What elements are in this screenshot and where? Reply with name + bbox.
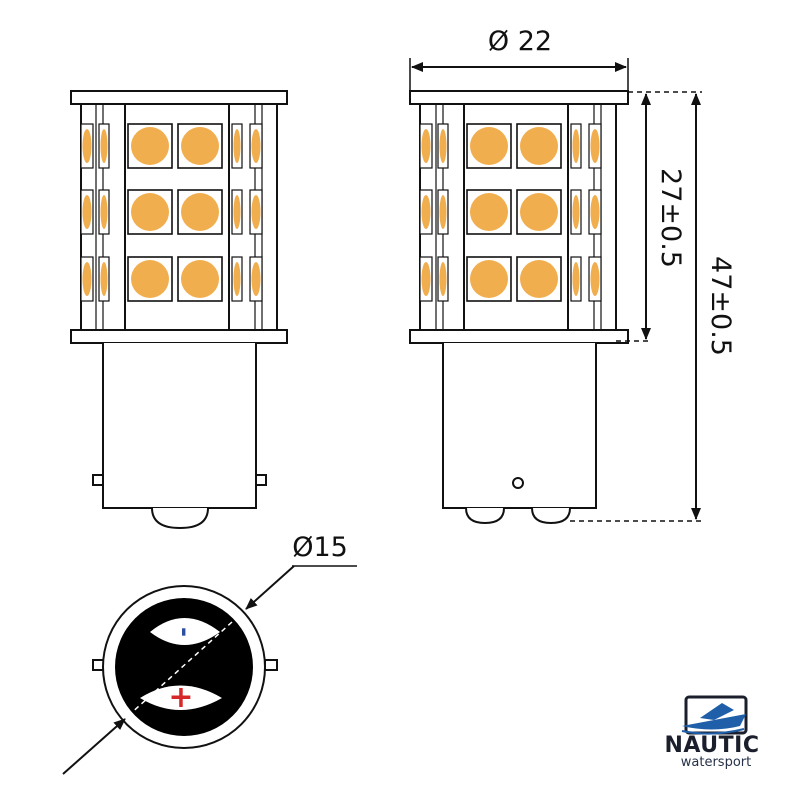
body-height-label: 27±0.5 [655, 168, 686, 268]
led-dot [470, 127, 508, 165]
led-grid-side [419, 123, 602, 302]
dimension-diameter-top: Ø 22 [409, 26, 629, 90]
led-side-dot [421, 195, 431, 229]
led-side-dot [233, 262, 241, 296]
base-contact [151, 507, 209, 530]
led-side-dot [82, 195, 92, 229]
bayonet-pin-left [92, 474, 104, 486]
boat-icon [681, 695, 748, 735]
led-dot [181, 260, 219, 298]
diameter-base-label: Ø15 [292, 532, 348, 563]
bottom-flange [409, 329, 629, 344]
led-dot [470, 193, 508, 231]
led-dot [520, 260, 558, 298]
top-cap [70, 90, 288, 105]
brand-name: NAUTIC [665, 733, 760, 758]
total-height-label: 47±0.5 [705, 256, 736, 356]
led-dot [131, 193, 169, 231]
bayonet-pin-right [255, 474, 267, 486]
led-dot [470, 260, 508, 298]
bottom-flange [70, 329, 288, 344]
led-side-dot [590, 262, 600, 296]
negative-contact [150, 618, 220, 645]
led-side-dot [251, 195, 261, 229]
led-side-dot [439, 195, 447, 229]
led-side-dot [233, 129, 241, 163]
dimension-total-height: 47±0.5 [570, 93, 736, 522]
led-dot [520, 193, 558, 231]
led-side-dot [439, 262, 447, 296]
positive-symbol: + [168, 680, 193, 715]
led-dot [181, 127, 219, 165]
bayonet-base [102, 343, 257, 509]
dimension-body-height: 27±0.5 [616, 91, 702, 342]
led-side-dot [251, 129, 261, 163]
brand-tagline: watersport [681, 755, 751, 770]
led-dot [181, 193, 219, 231]
top-cap [409, 90, 629, 105]
led-side-dot [100, 129, 108, 163]
led-side-dot [233, 195, 241, 229]
led-dot [520, 127, 558, 165]
bayonet-pin [512, 477, 524, 489]
led-side-dot [421, 262, 431, 296]
led-side-dot [100, 262, 108, 296]
diameter-top-label: Ø 22 [488, 26, 552, 57]
nautic-logo: NAUTIC watersport [665, 695, 760, 770]
bulb-bottom-view: - + [92, 585, 278, 749]
led-grid-front [80, 123, 263, 302]
positive-contact [140, 685, 222, 710]
led-side-dot [572, 262, 580, 296]
base-contact-left [465, 507, 505, 525]
led-side-dot [100, 195, 108, 229]
led-side-dot [572, 129, 580, 163]
base-contact-right [531, 507, 571, 525]
led-side-dot [421, 129, 431, 163]
led-side-dot [590, 129, 600, 163]
dimension-diameter-base: Ø15 [62, 532, 357, 775]
led-dot [131, 260, 169, 298]
led-side-dot [251, 262, 261, 296]
bayonet-base [442, 343, 597, 509]
negative-symbol: - [171, 627, 199, 637]
led-side-dot [82, 129, 92, 163]
led-side-dot [590, 195, 600, 229]
led-side-dot [439, 129, 447, 163]
led-side-dot [82, 262, 92, 296]
led-dot [131, 127, 169, 165]
led-side-dot [572, 195, 580, 229]
